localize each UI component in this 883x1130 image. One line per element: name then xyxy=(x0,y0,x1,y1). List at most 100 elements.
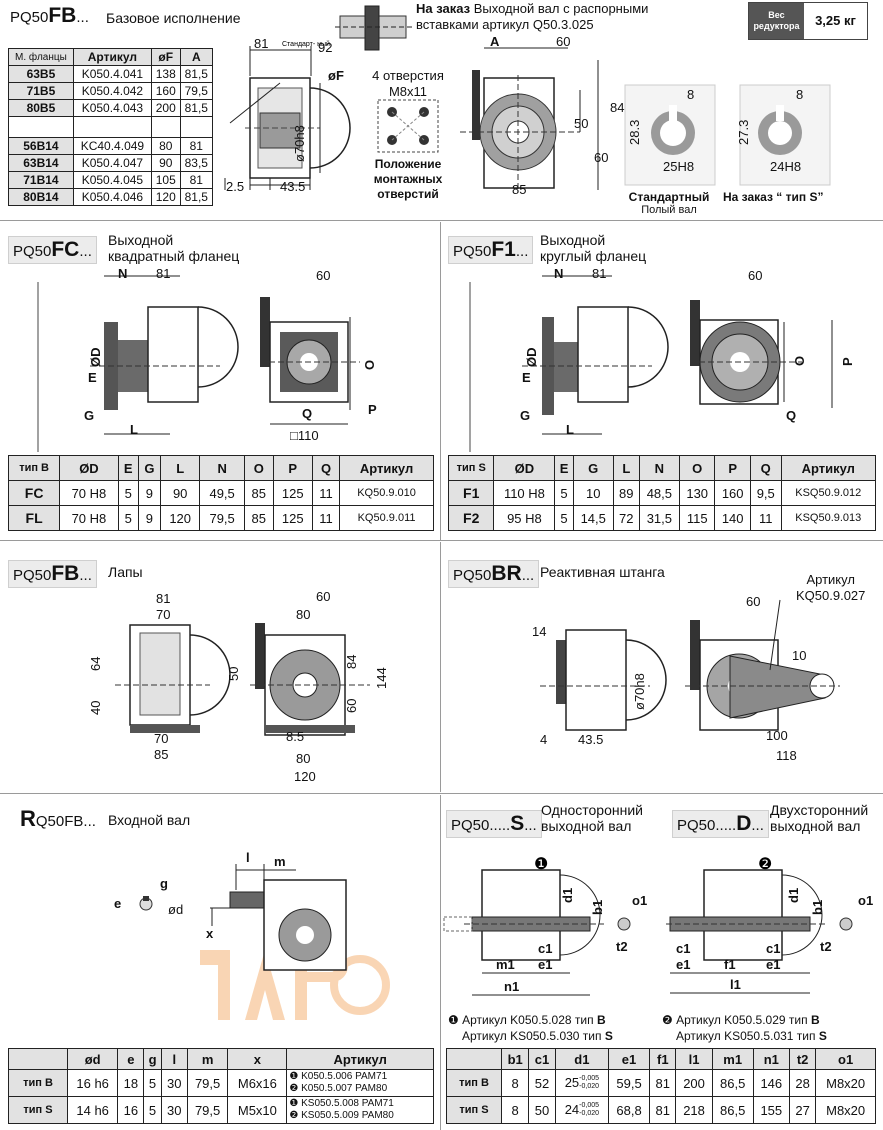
dim-c1-left: c1 xyxy=(676,941,690,956)
dim-n1: n1 xyxy=(504,979,519,994)
weight-value: 3,25 кг xyxy=(815,13,856,28)
dim-e1-right: e1 xyxy=(766,957,780,972)
dim-O: O xyxy=(362,360,377,370)
dim-70h8: ø70h8 xyxy=(292,125,307,162)
divider-vertical xyxy=(440,542,441,792)
dim-e1: e1 xyxy=(538,957,552,972)
rq-code: RQ50FB... xyxy=(20,806,96,831)
hollow-shaft-type-s: 8 27.3 24H8 xyxy=(736,84,831,186)
fb-front-view-drawing xyxy=(460,47,599,190)
dim-4: 4 xyxy=(540,732,547,747)
dim-D: ØD xyxy=(524,348,539,368)
dim-o1: o1 xyxy=(632,893,647,908)
dim-60: 60 xyxy=(748,268,762,283)
dim-70b: 70 xyxy=(154,731,168,746)
feet-code: PQ50FB... xyxy=(8,560,97,588)
s-dims: ❶ d1 b1 o1 t2 c1 e1 m1 n1 xyxy=(496,854,647,994)
fb-side-view-dims: 81 Стандарт- ный 92 øF ø70h8 2.5 43.5 xyxy=(226,36,344,194)
dim-A: A xyxy=(490,34,500,49)
d-article-note: ❷ Артикул K050.5.029 тип B Артикул KS050… xyxy=(662,1013,827,1043)
dim-2-5: 2.5 xyxy=(226,179,244,194)
d-dims: ❷ d1 b1 o1 t2 c1 c1 e1 f1 e1 l1 xyxy=(676,854,873,992)
dim-Q: Q xyxy=(302,406,312,421)
dim-50: 50 xyxy=(226,667,241,681)
marker-2: ❷ xyxy=(758,854,772,873)
dim-Q: Q xyxy=(786,408,796,423)
dim-43-5: 43.5 xyxy=(280,179,305,194)
dim-d1: d1 xyxy=(560,888,575,903)
dim-60: 60 xyxy=(746,594,760,609)
fc-code: PQ50FC... xyxy=(8,236,97,264)
dim-8-5: 8.5 xyxy=(286,729,304,744)
marker-1: ❶ xyxy=(534,854,548,873)
dim-g: g xyxy=(160,876,168,891)
dim-144: 144 xyxy=(374,667,389,689)
dim-L: L xyxy=(566,422,574,437)
divider-vertical xyxy=(440,795,441,1130)
dim-64: 64 xyxy=(88,657,103,671)
s-article-note: ❶ Артикул K050.5.028 тип B Артикул KS050… xyxy=(448,1013,613,1043)
fc-drawing xyxy=(37,275,360,452)
fb-front-view-dims: A 60 84 50 60 85 xyxy=(490,34,624,197)
dim-70h8: ø70h8 xyxy=(632,673,647,710)
dim-85: 85 xyxy=(512,182,526,197)
dim-b1: b1 xyxy=(810,900,825,915)
divider xyxy=(0,540,883,541)
dim-E: E xyxy=(88,370,97,385)
dim-24H8: 24H8 xyxy=(770,159,801,174)
dim-l1: l1 xyxy=(730,977,741,992)
dim-60: 60 xyxy=(316,268,330,283)
dim-N: N xyxy=(118,266,127,281)
dim-c1: c1 xyxy=(538,941,552,956)
br-dims: 14 ø70h8 4 43.5 60 10 100 118 xyxy=(532,594,806,763)
dim-o1: o1 xyxy=(858,893,873,908)
dim-60b: 60 xyxy=(344,699,359,713)
dim-f1: f1 xyxy=(724,957,736,972)
dim-81: 81 xyxy=(592,266,606,281)
feet-dims: 81 70 64 40 70 85 60 80 50 84 144 60 8.5… xyxy=(88,589,389,784)
dim-43-5: 43.5 xyxy=(578,732,603,747)
dim-m: m xyxy=(274,854,286,869)
dim-N: N xyxy=(554,266,563,281)
hollow-shaft-standard: 8 28.3 25H8 xyxy=(624,84,716,186)
dim-e1-left: e1 xyxy=(676,957,690,972)
divider xyxy=(0,793,883,794)
divider-vertical xyxy=(440,222,441,540)
dim-60-right: 60 xyxy=(594,150,608,165)
f1-drawing xyxy=(469,275,833,452)
dim-L: L xyxy=(130,422,138,437)
dim-84: 84 xyxy=(344,655,359,669)
dim-c1-right: c1 xyxy=(766,941,780,956)
feet-drawing xyxy=(115,623,370,736)
dim-70: 70 xyxy=(156,607,170,622)
s-drawing xyxy=(443,869,631,996)
br-code: PQ50BR... xyxy=(448,560,540,588)
dim-60: 60 xyxy=(316,589,330,604)
dim-92: 92 xyxy=(318,40,332,55)
dim-81: 81 xyxy=(156,266,170,281)
dim-25H8: 25H8 xyxy=(663,159,694,174)
dim-x: x xyxy=(206,926,214,941)
dim-50: 50 xyxy=(574,116,588,131)
f1-code: PQ50F1... xyxy=(448,236,534,264)
table-row xyxy=(8,116,214,138)
dim-40: 40 xyxy=(88,701,103,715)
dim-d1: d1 xyxy=(786,888,801,903)
